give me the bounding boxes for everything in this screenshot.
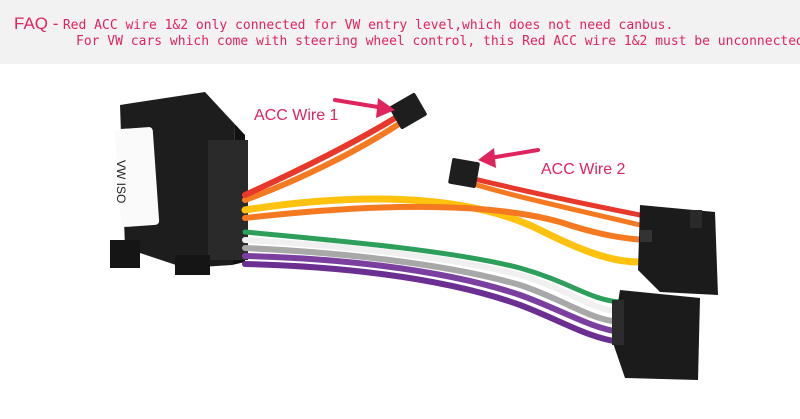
wiring-harness-photo <box>110 92 718 380</box>
green-wire <box>242 229 623 305</box>
faq-text-2: For VW cars which come with steering whe… <box>76 34 800 49</box>
right-lower-iso-connector <box>612 290 700 380</box>
grey-wire <box>242 245 623 325</box>
white-wire <box>242 237 623 315</box>
right-upper-iso-connector <box>638 205 718 295</box>
faq-tag: FAQ - <box>14 14 59 33</box>
red-acc1-wire <box>242 112 403 198</box>
acc-wire-1-arrow <box>333 98 395 118</box>
acc-wire-1-label: ACC Wire 1 <box>254 107 339 124</box>
acc-wire-2-arrow <box>478 148 540 168</box>
wire-bundle <box>241 112 648 345</box>
orange-wire <box>242 203 648 243</box>
purple-wire-1 <box>242 253 623 335</box>
orange-acc1-wire <box>242 117 408 203</box>
purple-wire-2 <box>242 261 623 345</box>
faq-line-1: FAQ - Red ACC wire 1&2 only connected fo… <box>14 14 673 34</box>
red-acc2-wire <box>467 175 643 218</box>
vw-iso-block-connector <box>110 92 248 275</box>
acc-wire-2-label: ACC Wire 2 <box>541 161 626 178</box>
acc-wire-1-connector <box>389 92 427 130</box>
faq-banner <box>0 0 800 64</box>
yellow-wire <box>241 195 644 266</box>
vw-iso-label: VW ISO <box>114 160 128 204</box>
orange-acc2-wire <box>467 180 643 228</box>
faq-text-1: Red ACC wire 1&2 only connected for VW e… <box>62 18 674 33</box>
acc-wire-2-connector <box>448 158 480 188</box>
